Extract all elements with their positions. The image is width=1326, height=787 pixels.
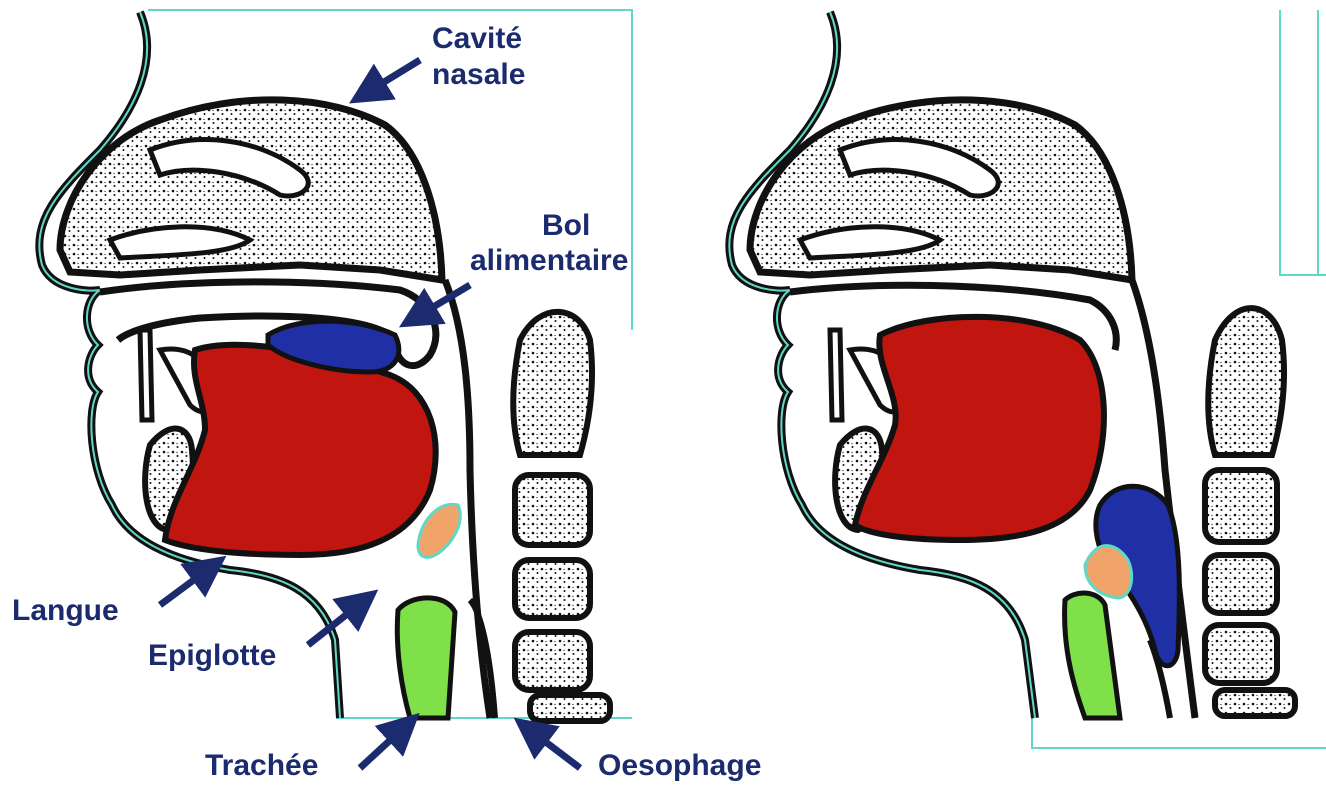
label-epiglotte: Epiglotte [148, 639, 276, 672]
arrow-cavite-nasale [358, 60, 420, 98]
label-bol-line2: alimentaire [470, 244, 628, 277]
label-cavite-nasale-line1: Cavité [432, 22, 522, 55]
label-trachee: Trachée [205, 749, 318, 782]
arrow-trachee [360, 720, 412, 768]
label-oesophage: Oesophage [598, 749, 761, 782]
arrow-langue [160, 562, 218, 605]
right-trachea [1065, 593, 1120, 718]
left-tongue [165, 345, 436, 555]
left-vertebrae [513, 312, 610, 721]
right-tongue [855, 317, 1104, 540]
right-epiglottis [1085, 546, 1132, 598]
arrow-oesophage [522, 724, 580, 768]
right-vertebrae [1205, 308, 1295, 716]
left-epiglottis [418, 504, 460, 557]
arrow-bol-alimentaire [408, 285, 470, 322]
label-langue: Langue [12, 594, 119, 627]
right-panel [729, 10, 1326, 748]
left-panel [39, 10, 632, 721]
label-cavite-nasale-line2: nasale [432, 58, 525, 91]
label-bol-line1: Bol [542, 209, 590, 242]
left-trachea [397, 598, 455, 718]
